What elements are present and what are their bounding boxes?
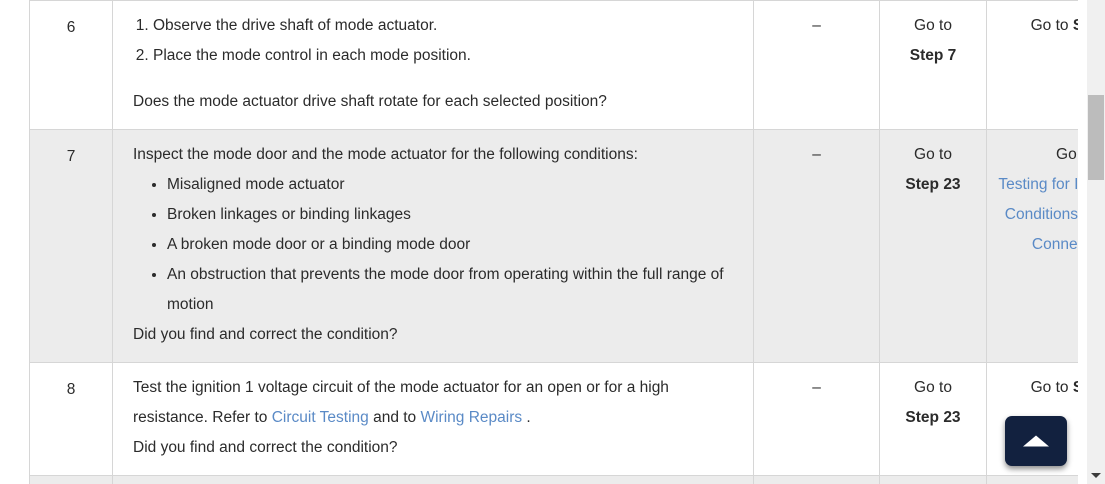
action-body: Observe the drive shaft of mode actuator…	[121, 11, 745, 117]
no-goto-prefix: Go to	[1030, 17, 1073, 34]
step-number-cell: 8	[29, 362, 113, 476]
yes-goto-prefix: Go to	[914, 17, 952, 34]
no-cell: Go to Step 8	[986, 0, 1078, 130]
numbered-step-list: Observe the drive shaft of mode actuator…	[133, 11, 745, 71]
scroll-to-top-button[interactable]	[1005, 416, 1067, 466]
yes-cell	[879, 475, 987, 484]
list-item: An obstruction that prevents the mode do…	[167, 260, 745, 320]
table-row: 6 Observe the drive shaft of mode actuat…	[29, 0, 1078, 130]
list-item: Observe the drive shaft of mode actuator…	[153, 11, 745, 41]
action-text-part1: Test the ignition 1 voltage circuit of t…	[133, 379, 669, 426]
table-row	[29, 475, 1078, 484]
yes-cell: Go to Step 23	[879, 129, 987, 363]
action-text-part3: .	[522, 409, 531, 426]
vertical-scrollbar[interactable]	[1087, 0, 1105, 484]
step-number: 8	[66, 381, 76, 398]
scrollbar-thumb[interactable]	[1088, 95, 1104, 180]
yes-goto-prefix: Go to	[914, 146, 952, 163]
table-row: 7 Inspect the mode door and the mode act…	[29, 129, 1078, 363]
yes-goto-target: Step 23	[905, 409, 961, 426]
yes-goto-target: Step 7	[909, 47, 957, 64]
yes-cell: Go to Step 23	[879, 362, 987, 476]
list-item: Place the mode control in each mode posi…	[153, 41, 745, 71]
action-question: Did you find and correct the condition?	[133, 326, 398, 343]
triangle-down-icon[interactable]	[1091, 473, 1101, 478]
step-number-cell: 6	[29, 0, 113, 130]
yes-goto-target: Step 23	[905, 176, 961, 193]
value-cell: –	[753, 362, 880, 476]
list-item: Misaligned mode actuator	[167, 170, 745, 200]
value-cell: –	[753, 129, 880, 363]
table-row: 8 Test the ignition 1 voltage circuit of…	[29, 362, 1078, 476]
action-cell	[112, 475, 754, 484]
no-goto-prefix: Go to	[1030, 379, 1073, 396]
step-number: 6	[66, 19, 76, 36]
action-text-part2: and to	[368, 409, 421, 426]
no-goto-prefix: Go to	[1056, 146, 1078, 163]
value-cell	[753, 475, 880, 484]
no-goto-target: Step 8	[1073, 17, 1078, 34]
action-lead-text: Inspect the mode door and the mode actua…	[133, 146, 638, 163]
yes-cell: Go to Step 7	[879, 0, 987, 130]
action-body: Inspect the mode door and the mode actua…	[121, 140, 745, 350]
triangle-up-icon	[1023, 435, 1049, 447]
left-gutter	[0, 0, 29, 484]
no-goto-target: Step 9	[1073, 379, 1078, 396]
step-number-cell: 7	[29, 129, 113, 363]
yes-goto-prefix: Go to	[914, 379, 952, 396]
condition-list: Misaligned mode actuator Broken linkages…	[133, 170, 745, 320]
step-number: 7	[66, 148, 76, 165]
wiring-repairs-link[interactable]: Wiring Repairs	[420, 409, 523, 426]
value-cell: –	[753, 0, 880, 130]
action-text: Test the ignition 1 voltage circuit of t…	[133, 373, 745, 433]
list-item: Broken linkages or binding linkages	[167, 200, 745, 230]
list-item: A broken mode door or a binding mode doo…	[167, 230, 745, 260]
circuit-testing-link[interactable]: Circuit Testing	[271, 409, 369, 426]
action-cell: Inspect the mode door and the mode actua…	[112, 129, 754, 363]
no-cell: Go to Testing for Intermittent Condition…	[986, 129, 1078, 363]
action-body: Test the ignition 1 voltage circuit of t…	[121, 373, 745, 463]
action-cell: Observe the drive shaft of mode actuator…	[112, 0, 754, 130]
no-goto-link[interactable]: Testing for Intermittent Conditions and …	[998, 176, 1078, 253]
step-number-cell	[29, 475, 113, 484]
diagnostic-table: 6 Observe the drive shaft of mode actuat…	[29, 0, 1078, 484]
action-question: Does the mode actuator drive shaft rotat…	[133, 93, 607, 110]
action-question: Did you find and correct the condition?	[133, 439, 398, 456]
no-cell	[986, 475, 1078, 484]
action-cell: Test the ignition 1 voltage circuit of t…	[112, 362, 754, 476]
diagnostic-table-container: 6 Observe the drive shaft of mode actuat…	[29, 0, 1078, 484]
